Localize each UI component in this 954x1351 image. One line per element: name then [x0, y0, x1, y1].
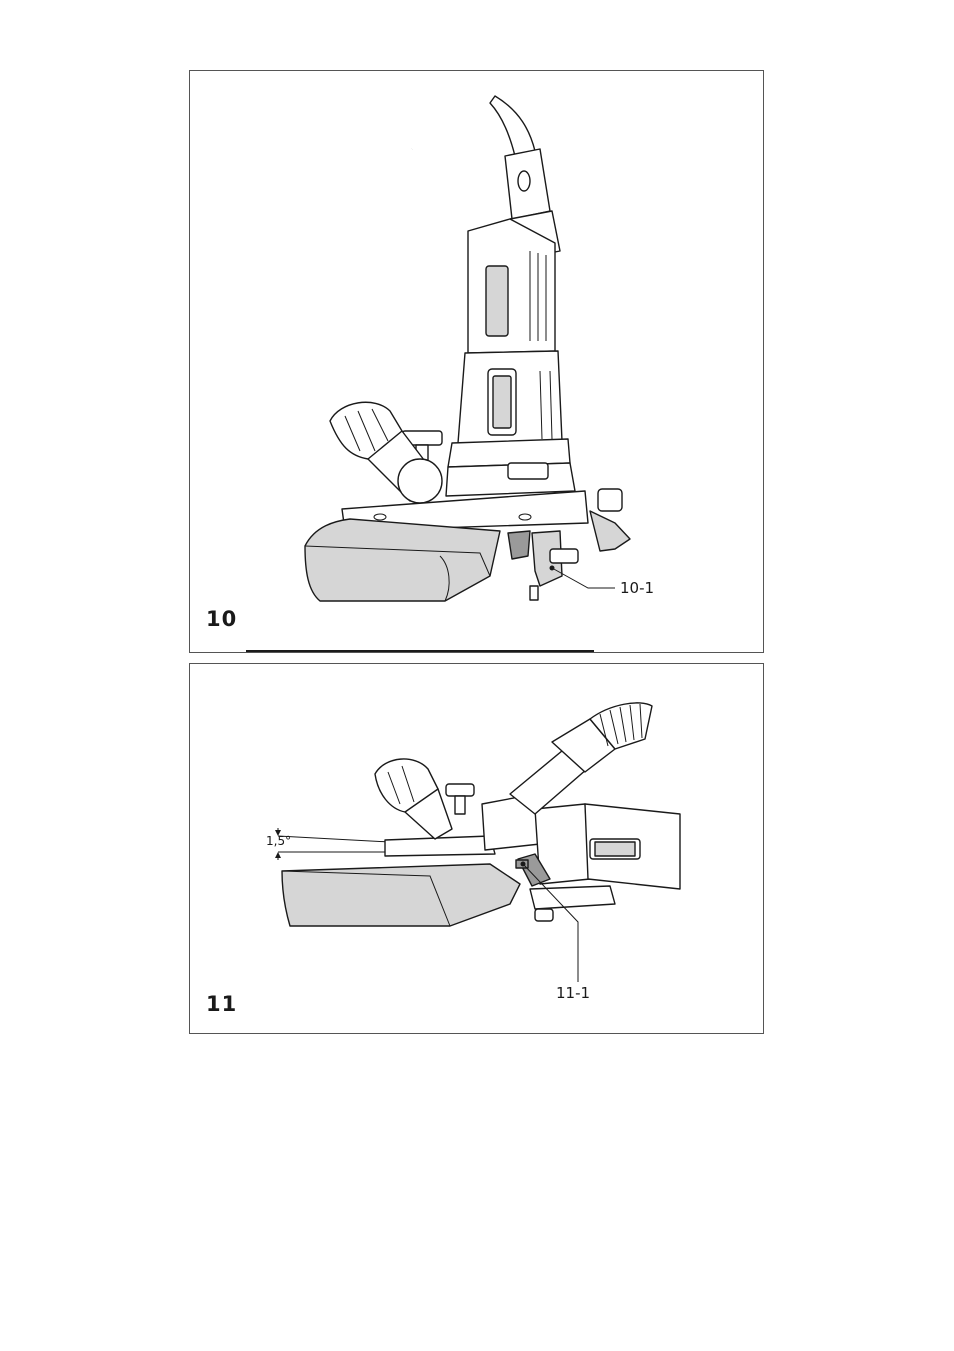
router-tilted-illustration — [190, 664, 765, 1035]
separator-line — [246, 650, 594, 652]
figure-10-frame: 10-1 10 — [189, 70, 764, 653]
figure-number-11: 11 — [206, 992, 237, 1016]
callout-10-1: 10-1 — [620, 579, 654, 597]
callout-11-1: 11-1 — [556, 984, 590, 1002]
figure-number-10: 10 — [206, 607, 237, 631]
figure-11-frame: 1,5° 11-1 11 — [189, 663, 764, 1034]
router-vertical-illustration — [190, 71, 765, 654]
angle-label: 1,5° — [266, 834, 291, 848]
